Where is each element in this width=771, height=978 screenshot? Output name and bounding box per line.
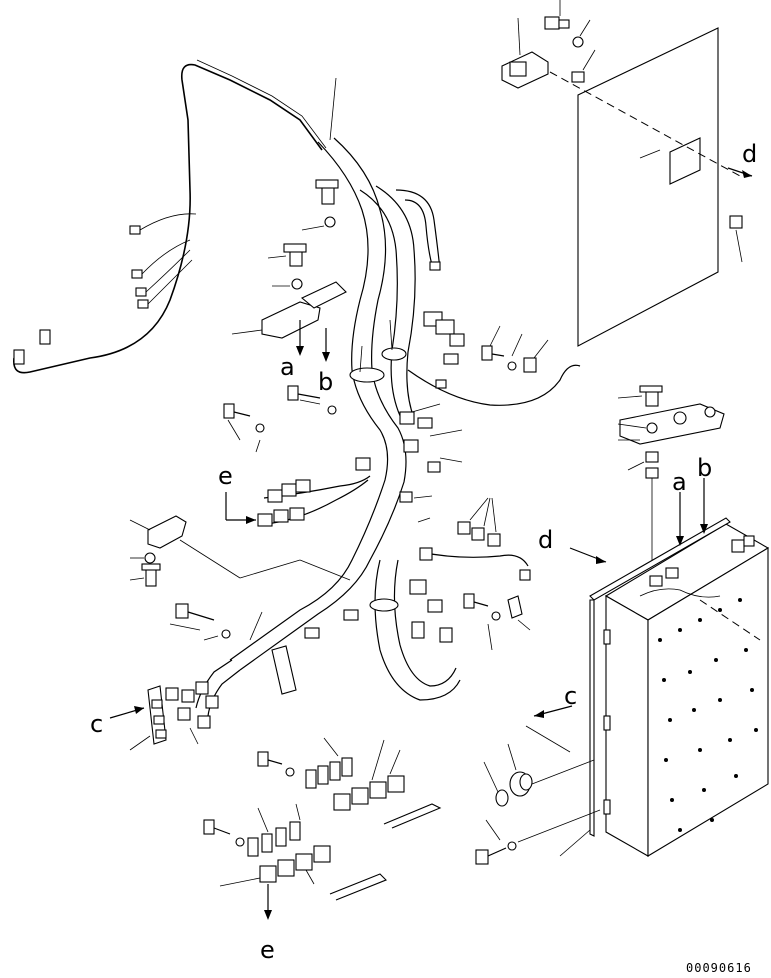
label-d-box: d: [538, 526, 553, 554]
arrow-c-right: [525, 705, 573, 753]
arrows-a-b-box: [676, 478, 708, 546]
relay-bank-upper: [257, 737, 442, 829]
label-d-top: d: [742, 140, 757, 168]
lower-left-harness: [165, 645, 297, 729]
cover-panel: [549, 27, 741, 347]
box-panel-holes: [658, 598, 758, 832]
box-grommet: [483, 743, 595, 807]
label-b-upper: b: [318, 368, 333, 396]
label-a-upper: a: [280, 353, 295, 381]
main-wire-harness: [13, 59, 581, 701]
harness-connectors: [304, 261, 531, 643]
label-e-bottom: e: [260, 936, 275, 964]
e-branch-harness: [257, 475, 371, 527]
right-middle-bolts: [463, 593, 531, 651]
clamp-brackets-upper: [231, 77, 347, 339]
label-e-left: e: [218, 462, 233, 490]
terminal-strip: [129, 685, 199, 751]
lower-left-bolt: [169, 603, 263, 641]
arrows-a-b-upper: [296, 320, 330, 362]
drawing-code: 00090616: [686, 961, 752, 975]
cover-bolt-top: [544, 0, 596, 83]
box-bolt: [475, 809, 601, 865]
harness-bolts: [223, 319, 549, 523]
label-c-left: c: [90, 710, 103, 738]
relay-bank-lower: [203, 803, 387, 901]
cover-nut-right: [729, 215, 743, 263]
label-a-box: a: [672, 468, 687, 496]
cover-bracket: [501, 17, 549, 89]
label-c-right: c: [564, 682, 577, 710]
arrow-e-bottom: [264, 884, 272, 920]
arrow-c-left: [109, 706, 145, 719]
box-clamp-plate: [617, 385, 725, 560]
controller-box: [589, 517, 770, 857]
left-branch-connectors: [13, 213, 197, 365]
left-bracket: [129, 515, 351, 587]
relay-connectors-middle: [457, 497, 501, 547]
label-b-box: b: [697, 454, 712, 482]
arrow-e-left: [225, 492, 256, 524]
arrow-d-box: [569, 547, 607, 564]
